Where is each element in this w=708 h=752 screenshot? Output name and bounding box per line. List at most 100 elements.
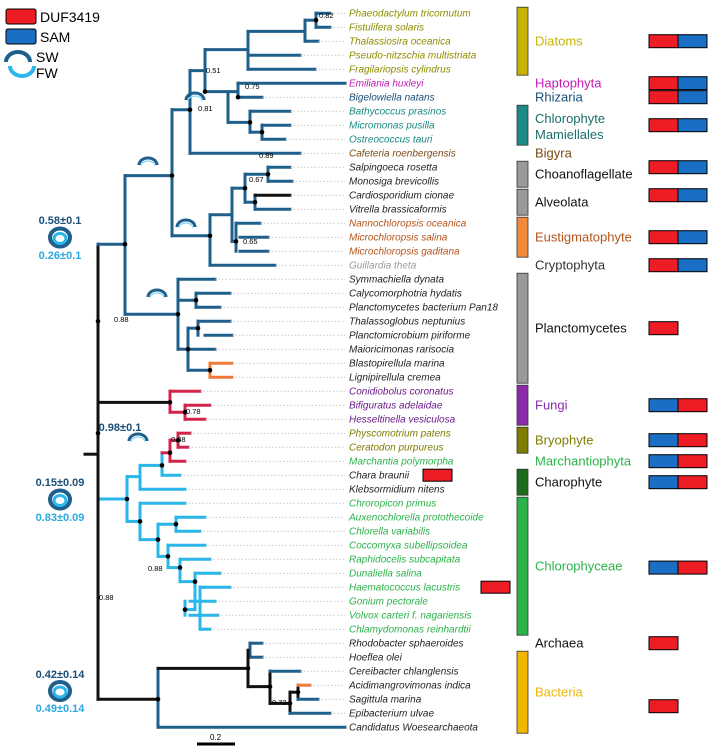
node-dot xyxy=(95,318,101,324)
node-dot xyxy=(182,607,188,612)
bootstrap-value: 0.89 xyxy=(259,151,274,160)
clade-bar xyxy=(516,468,529,496)
sw-fw-ring-icon xyxy=(52,685,68,699)
duf-domain-box xyxy=(648,636,679,651)
taxon-label: Sagittula marina xyxy=(349,695,422,706)
node-dot xyxy=(202,89,208,94)
clade-label: Bacteria xyxy=(535,685,583,700)
sam-domain-box xyxy=(677,118,708,133)
bootstrap-value: 0.67 xyxy=(249,175,264,184)
sw-ratio-label: 0.58±0.1 xyxy=(39,215,82,227)
taxon-label: Marchantia polymorpha xyxy=(349,457,454,468)
node-dot xyxy=(287,701,293,706)
bootstrap-value: 0.81 xyxy=(198,104,213,113)
clade-bar xyxy=(516,650,529,734)
node-dot xyxy=(185,346,191,352)
bootstrap-value: 0.88 xyxy=(171,435,186,444)
duf-domain-box xyxy=(677,454,708,469)
bootstrap-values: 0.820.510.750.810.890.670.650.880.780.88… xyxy=(99,11,334,707)
sw-arc-icon xyxy=(178,222,194,229)
sam-domain-box xyxy=(648,475,679,490)
scale-bar-label: 0.2 xyxy=(210,733,222,742)
clade-annotations: DiatomsHaptophytaRhizariaChlorophyteMami… xyxy=(516,6,633,734)
sw-arc-icon xyxy=(4,50,32,63)
taxon-label: Hesseltinella vesiculosa xyxy=(349,415,456,426)
node-dot xyxy=(167,400,173,405)
node-dot xyxy=(207,233,213,239)
taxon-label: Coccomyxa subellipsoidea xyxy=(349,541,468,552)
bootstrap-value: 0.88 xyxy=(148,564,163,573)
duf-domain-box xyxy=(677,398,708,413)
node-dot xyxy=(155,696,161,702)
bootstrap-value: 0.72 xyxy=(272,698,287,707)
taxon-label: Guillardia theta xyxy=(349,261,417,272)
node-dot xyxy=(252,199,258,205)
node-dot xyxy=(195,325,201,331)
legend-sam-label: SAM xyxy=(40,29,70,45)
taxon-label: Bigelowiella natans xyxy=(349,93,435,104)
sam-domain-box xyxy=(648,560,679,575)
node-dot xyxy=(295,689,301,695)
sw-ratio-label: 0.42±0.14 xyxy=(36,669,86,681)
taxon-label: Monosiga brevicollis xyxy=(349,177,439,188)
taxon-label: Maioricimonas rarisocia xyxy=(349,345,454,356)
clade-bar xyxy=(516,188,529,216)
sam-domain-box xyxy=(677,230,708,245)
domain-architectures xyxy=(422,34,708,714)
sw-fw-ring-icon xyxy=(52,232,68,245)
duf-domain-box xyxy=(648,160,679,175)
sam-domain-box xyxy=(677,76,708,91)
taxon-label: Gonium pectorale xyxy=(349,597,428,608)
node-dot xyxy=(137,519,143,524)
node-dot xyxy=(235,94,241,100)
taxon-label: Blastopirellula marina xyxy=(349,359,445,370)
clade-label: Rhizaria xyxy=(535,90,583,105)
taxon-label: Haematococcus lacustris xyxy=(349,583,460,594)
clade-label: Bryophyte xyxy=(535,433,594,448)
duf-domain-box xyxy=(648,188,679,203)
node-dot xyxy=(175,311,181,317)
sw-fw-ring-icon xyxy=(48,680,72,702)
node-dot xyxy=(124,496,130,502)
clade-label: Diatoms xyxy=(535,34,583,49)
legend: DUF3419 SAM SW FW xyxy=(4,8,100,81)
taxon-label: Conidiobolus coronatus xyxy=(349,387,454,398)
sam-domain-box xyxy=(677,90,708,105)
duf-domain-box xyxy=(677,433,708,448)
tree-nodes xyxy=(95,17,319,706)
sw-ratio-label: 0.15±0.09 xyxy=(36,477,85,489)
clade-bar xyxy=(516,160,529,188)
sam-domain-box xyxy=(648,398,679,413)
node-dot xyxy=(267,684,273,689)
taxon-label: Ceratodon purpureus xyxy=(349,443,444,454)
taxon-label: Salpingoeca rosetta xyxy=(349,163,438,174)
clade-label: Bigyra xyxy=(535,146,573,161)
taxon-label: Planctomicrobium piriforme xyxy=(349,331,471,342)
taxon-label: Pseudo-nitzschia multistriata xyxy=(349,51,477,62)
taxon-label: Chlamydomonas reinhardtii xyxy=(349,625,472,636)
bootstrap-value: 0.75 xyxy=(245,82,260,91)
clade-bar xyxy=(516,426,529,454)
clade-bar xyxy=(516,6,529,76)
node-dot xyxy=(169,173,175,178)
duf-domain-box xyxy=(480,580,511,594)
clade-label: Chlorophyceae xyxy=(535,559,622,574)
taxon-label: Dunaliella salina xyxy=(349,569,422,580)
bootstrap-value: 0.51 xyxy=(206,66,221,75)
taxon-label: Klebsormidium nitens xyxy=(349,485,445,496)
taxon-label: Ostreococcus tauri xyxy=(349,135,433,146)
duf-domain-box xyxy=(648,258,679,273)
clade-label: Chlorophyte xyxy=(535,111,605,126)
node-dot xyxy=(193,297,199,303)
bootstrap-value: 0.88 xyxy=(99,593,114,602)
node-dot xyxy=(192,579,198,584)
sw-fw-ring-icon xyxy=(52,494,68,507)
clade-label: Fungi xyxy=(535,398,568,413)
sw-arc-icon xyxy=(140,160,156,167)
scale-bar: 0.2 xyxy=(197,733,235,746)
clade-label: Charophyte xyxy=(535,475,602,490)
taxon-label: Planctomycetes bacterium Pan18 xyxy=(349,303,498,314)
habitat-ratios: 0.58±0.10.26±0.10.98±0.10.15±0.090.83±0.… xyxy=(36,215,142,715)
legend-sam-swatch xyxy=(5,28,37,45)
fw-ratio-label: 0.26±0.1 xyxy=(39,250,82,262)
